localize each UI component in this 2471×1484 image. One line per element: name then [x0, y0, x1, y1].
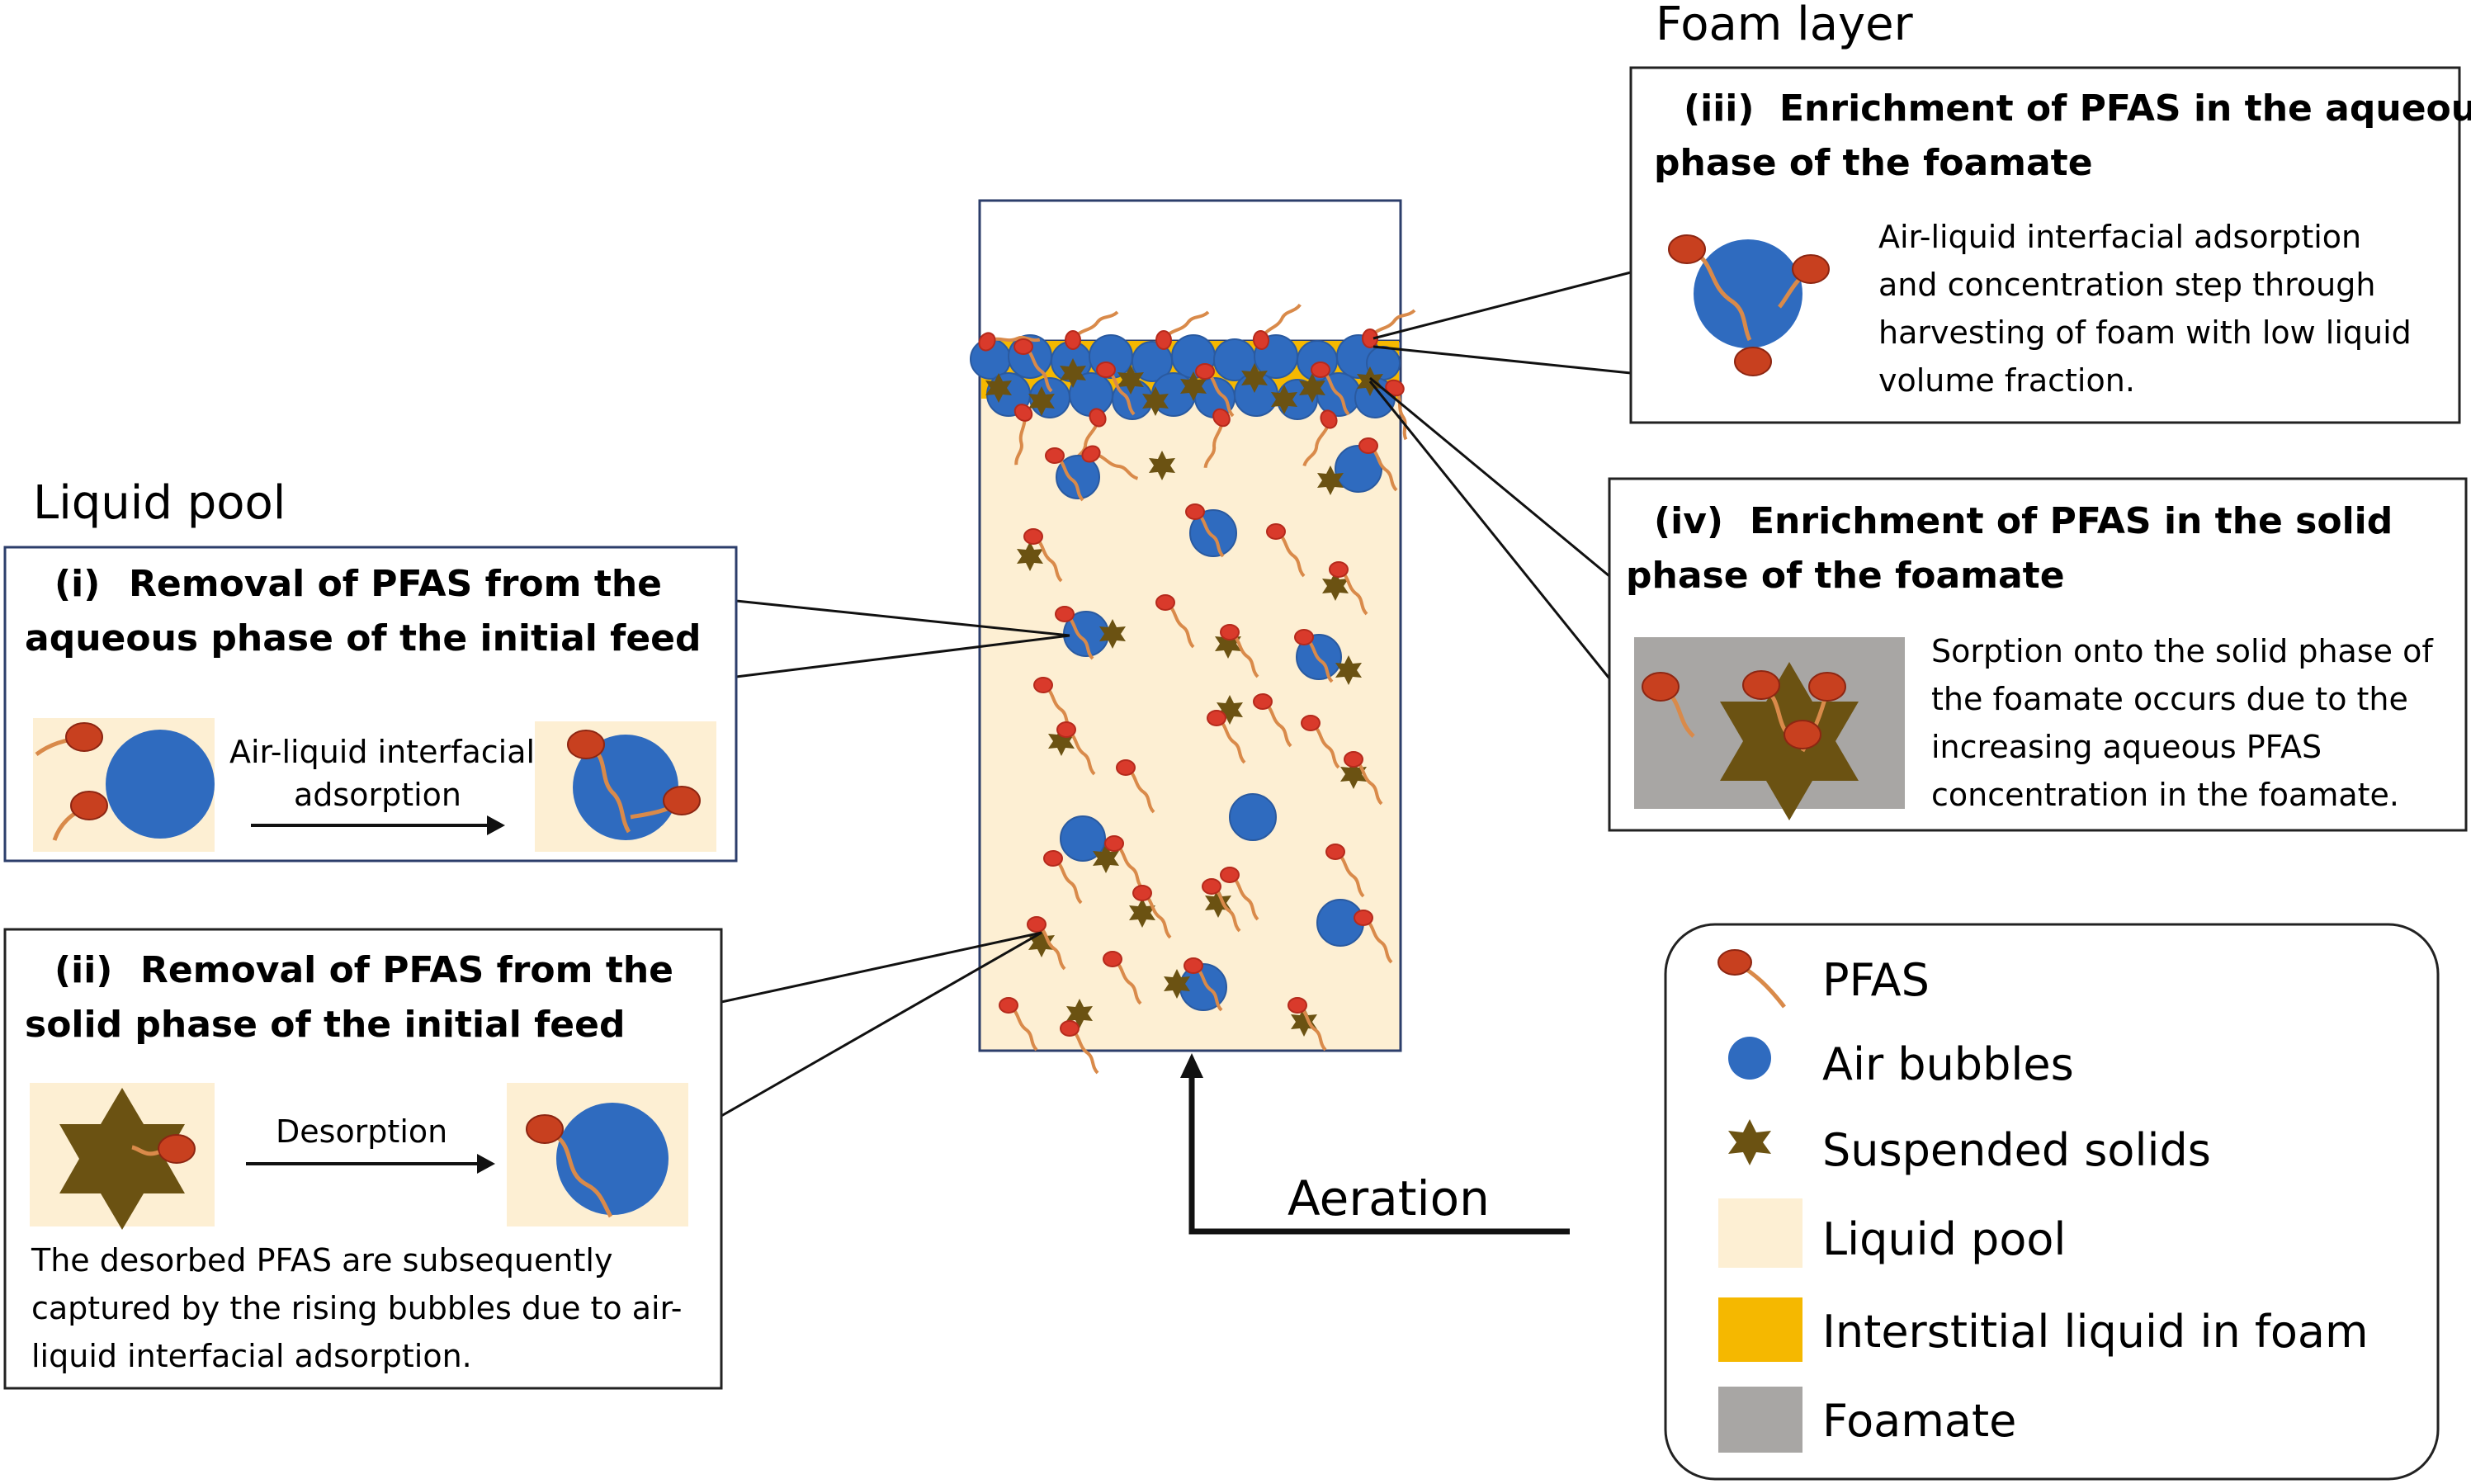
box-i-number: (i) [54, 563, 100, 605]
box-i-arrow-label-1: Air-liquid interfacial [229, 734, 535, 770]
foam-layer-label: Foam layer [1656, 0, 1914, 51]
box-iii-bubble [1694, 239, 1802, 348]
legend-foamate-swatch [1718, 1387, 1802, 1453]
box-ii-title-1: Removal of PFAS from the [140, 949, 673, 991]
box-iv-body-2: the foamate occurs due to the [1931, 681, 2408, 717]
box-iv-body-3: increasing aqueous PFAS [1931, 729, 2322, 765]
legend-interstitial-swatch [1718, 1297, 1802, 1362]
box-iii-body-2: and concentration step through [1878, 267, 2375, 303]
box-iv-pfas-4 [1784, 720, 1821, 749]
box-iv-title-2: phase of the foamate [1626, 555, 2065, 597]
liquid-pool-label: Liquid pool [33, 476, 286, 530]
box-ii-body-3: liquid interfacial adsorption. [31, 1338, 472, 1374]
box-i-pfas-2 [70, 791, 108, 820]
box-iv-title-1: Enrichment of PFAS in the solid [1750, 500, 2393, 542]
box-i-after-pfas-2 [663, 786, 701, 815]
box-iii-body-3: harvesting of foam with low liquid [1878, 314, 2412, 351]
column [970, 199, 1426, 1075]
legend-foamate-label: Foamate [1822, 1395, 2016, 1447]
aeration-label: Aeration [1287, 1170, 1490, 1226]
legend-pfas-swatch [1717, 949, 1786, 1009]
box-i-title-2: aqueous phase of the initial feed [25, 617, 702, 659]
box-iv-body-4: concentration in the foamate. [1931, 777, 2399, 813]
box-i-after-pfas-1 [567, 730, 605, 759]
box-iii: (iii) Enrichment of PFAS in the aqueous … [1629, 66, 2471, 424]
box-ii-body-1: The desorbed PFAS are subsequently [31, 1242, 612, 1278]
box-i-arrow-label-2: adsorption [294, 777, 461, 813]
box-ii-after-pfas [526, 1114, 564, 1144]
box-iii-number: (iii) [1684, 87, 1754, 130]
legend-bubble-swatch [1728, 1037, 1771, 1080]
box-iv-body-1: Sorption onto the solid phase of [1931, 633, 2434, 669]
legend-solid-swatch [1728, 1119, 1771, 1165]
legend-interstitial-label: Interstitial liquid in foam [1822, 1306, 2369, 1358]
box-iii-body-1: Air-liquid interfacial adsorption [1878, 219, 2361, 255]
legend-liquid-pool-label: Liquid pool [1822, 1213, 2066, 1265]
box-iii-pfas-2 [1792, 254, 1830, 284]
legend-pfas-label: PFAS [1822, 954, 1930, 1006]
box-iii-pfas-3 [1734, 347, 1772, 376]
box-iii-body-4: volume fraction. [1878, 362, 2135, 399]
legend-liquid-pool-swatch [1718, 1198, 1802, 1268]
box-i-pfas-1 [65, 722, 103, 752]
box-i-title-1: Removal of PFAS from the [129, 563, 662, 605]
box-iv-pfas-3 [1808, 672, 1846, 702]
box-ii-arrow-label: Desorption [276, 1113, 447, 1150]
column-headspace [978, 199, 1402, 343]
legend-bubbles-label: Air bubbles [1822, 1038, 2074, 1090]
box-iii-title-2: phase of the foamate [1654, 142, 2093, 184]
legend: PFAS Air bubbles Suspended solids Liquid… [1664, 923, 2440, 1481]
box-iv-pfas-2 [1742, 670, 1780, 700]
box-i: (i) Removal of PFAS from the aqueous pha… [3, 546, 738, 863]
box-ii-body-2: captured by the rising bubbles due to ai… [31, 1290, 683, 1326]
aeration-arrow: Aeration [1180, 1053, 1570, 1235]
pool-bubbles [1056, 445, 1382, 1011]
box-ii: (ii) Removal of PFAS from the solid phas… [3, 928, 723, 1390]
box-iii-pfas-1 [1668, 234, 1706, 264]
box-i-before-bubble [106, 730, 215, 839]
box-ii-number: (ii) [54, 949, 112, 991]
box-ii-title-2: solid phase of the initial feed [25, 1004, 625, 1046]
box-iv-pfas-1 [1642, 672, 1680, 702]
box-iv-number: (iv) [1654, 500, 1723, 542]
box-ii-after-bubble [556, 1103, 669, 1215]
box-ii-solid [59, 1088, 185, 1230]
box-ii-pfas [158, 1134, 196, 1164]
box-iii-title-1: Enrichment of PFAS in the aqueous [1779, 87, 2471, 130]
legend-solids-label: Suspended solids [1822, 1124, 2211, 1176]
box-iv: (iv) Enrichment of PFAS in the solid pha… [1608, 477, 2468, 832]
